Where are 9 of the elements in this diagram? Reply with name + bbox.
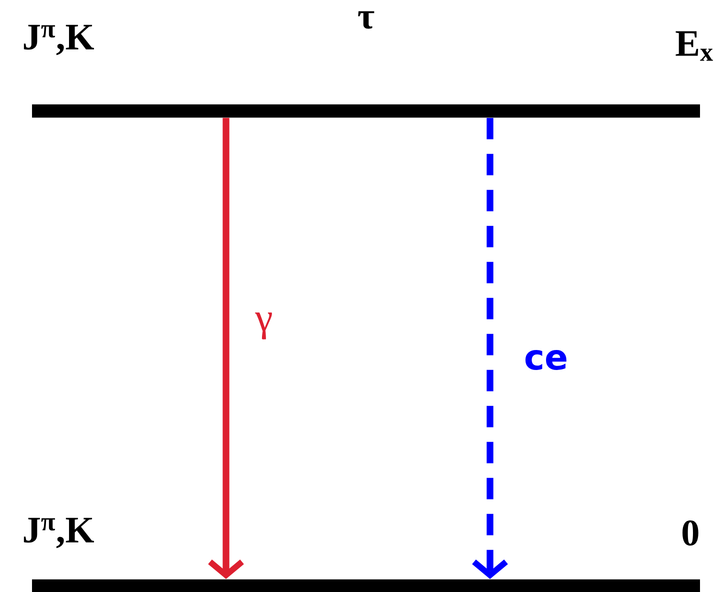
level-label: 0 — [682, 520, 698, 546]
level-label: J$^{π}$,K — [24, 24, 94, 56]
edge-label: ce — [522, 348, 570, 372]
dashed-arrow — [472, 118, 508, 580]
arrow — [208, 118, 244, 580]
edge-label: γ — [254, 311, 274, 341]
level-label: J$^{π}$,K — [24, 518, 94, 548]
level-label: τ — [358, 11, 374, 29]
level-label: E$_{x}$ — [676, 31, 713, 61]
